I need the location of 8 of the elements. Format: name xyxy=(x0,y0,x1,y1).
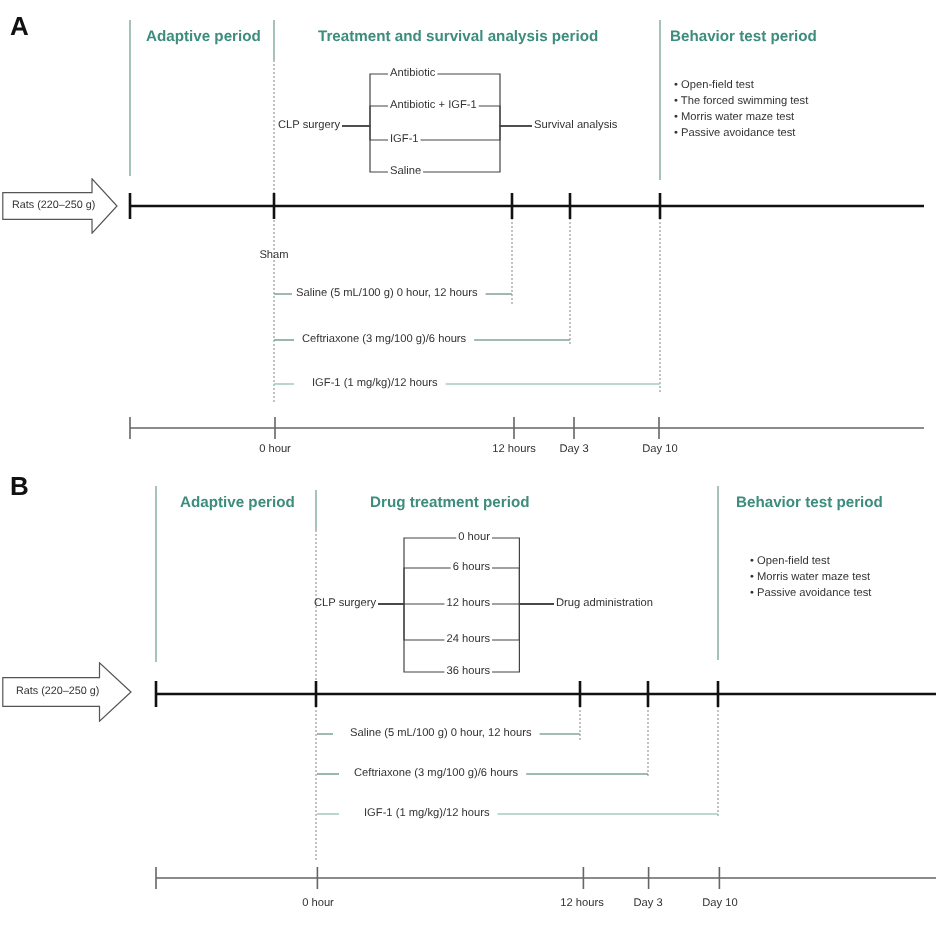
block-arrow xyxy=(2,662,132,722)
panel-letter: A xyxy=(10,13,29,43)
connector-line xyxy=(491,603,555,673)
panel-letter: B xyxy=(10,473,29,503)
connector-line xyxy=(341,125,389,173)
connector-line xyxy=(377,603,446,673)
block-arrow xyxy=(2,178,118,234)
connector-line xyxy=(422,125,533,173)
